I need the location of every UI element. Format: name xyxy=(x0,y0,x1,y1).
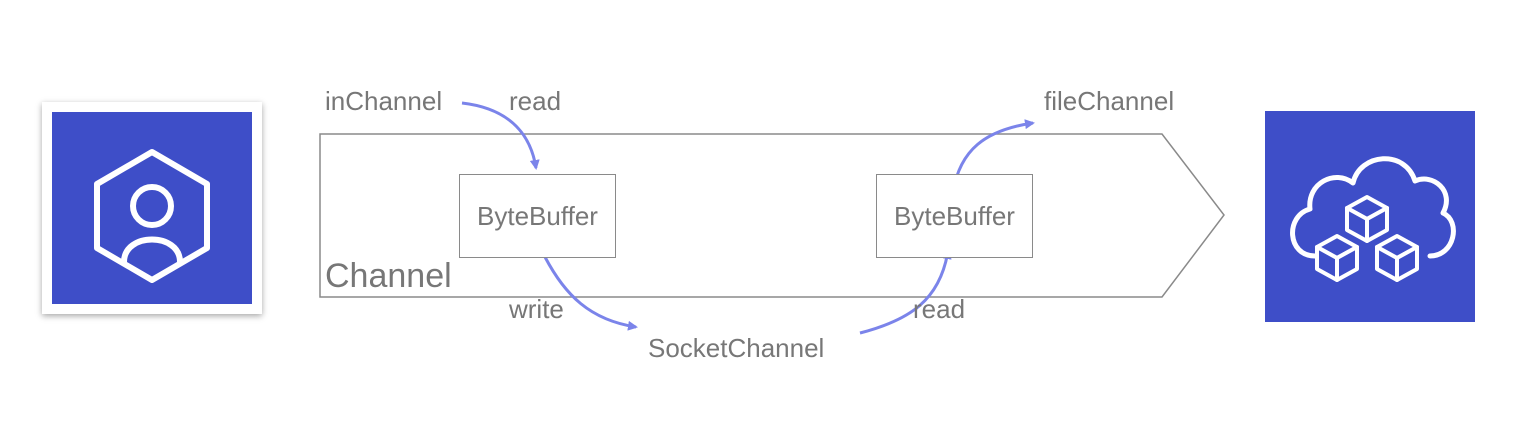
cloud-tile xyxy=(1265,111,1475,322)
file-channel-label: fileChannel xyxy=(1044,86,1175,116)
channel-shape xyxy=(319,133,1225,298)
in-channel-label: inChannel xyxy=(325,86,443,116)
arrow-in-read xyxy=(461,101,540,170)
read-bottom-label: read xyxy=(913,294,966,324)
socket-channel-label: SocketChannel xyxy=(648,333,825,363)
byte-buffer-right: ByteBuffer xyxy=(876,174,1033,258)
channel-label: Channel xyxy=(325,257,452,295)
user-hexagon-icon xyxy=(94,149,210,283)
arrow-read-socket xyxy=(859,249,952,335)
byte-buffer-right-label: ByteBuffer xyxy=(894,200,1015,231)
arrow-write xyxy=(543,256,638,331)
cloud-blocks-icon xyxy=(1290,156,1456,282)
byte-buffer-left: ByteBuffer xyxy=(459,174,616,258)
user-tile xyxy=(42,102,262,314)
write-label: write xyxy=(509,294,564,324)
byte-buffer-left-label: ByteBuffer xyxy=(477,200,598,231)
read-top-label: read xyxy=(509,86,562,116)
